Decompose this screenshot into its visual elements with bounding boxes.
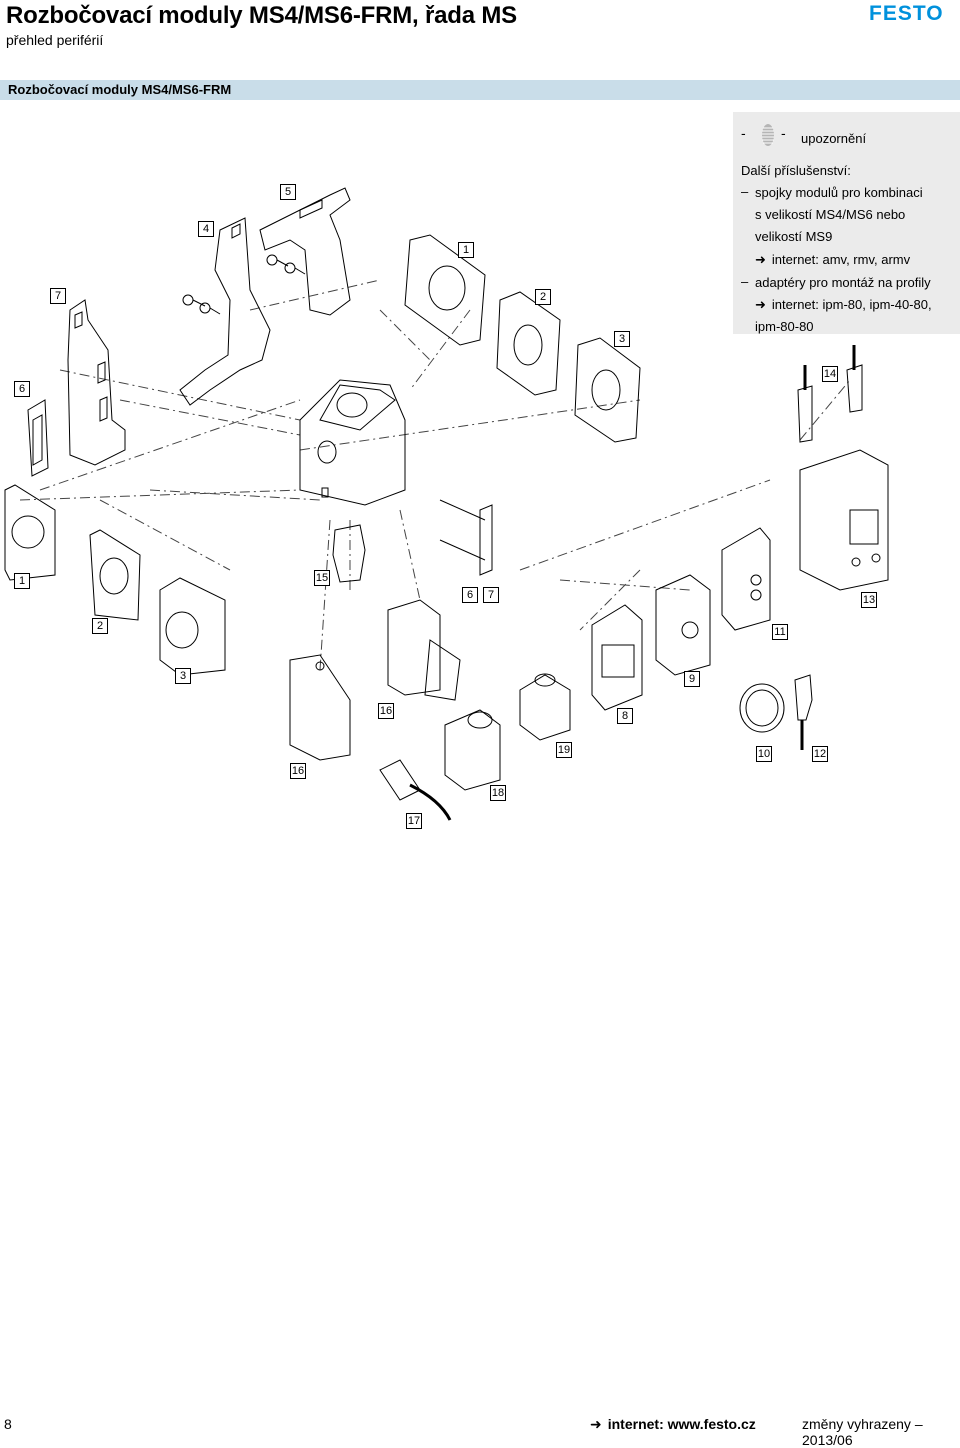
note-label: upozornění [801, 131, 867, 146]
arrow-right-icon: ➜ [755, 297, 766, 312]
item1-line2: s velikostí MS4/MS6 nebo [755, 207, 906, 222]
bracket-7 [67, 299, 126, 466]
callout-11: 11 [772, 624, 788, 640]
plate-1 [404, 234, 486, 346]
callout-17: 17 [406, 813, 422, 829]
callout-13: 13 [861, 592, 877, 608]
note-dash-right: - [781, 125, 786, 141]
arrow-right-icon: ➜ [590, 1416, 602, 1432]
callout-3: 3 [614, 331, 630, 347]
footer-changes: změny vyhrazeny – 2013/06 [802, 1416, 923, 1448]
coil-18 [444, 709, 501, 791]
page-title: Rozbočovací moduly MS4/MS6-FRM, řada MS [6, 2, 517, 29]
arrow-right-icon: ➜ [755, 252, 766, 267]
gauge-10 [739, 683, 785, 733]
unit-13 [799, 449, 889, 591]
plate-1-bottom [4, 484, 56, 581]
footer-link-row: ➜ internet: www.festo.cz [590, 1416, 756, 1433]
plate-3-bottom [159, 577, 226, 676]
festo-logo: FESTO [869, 2, 944, 24]
plate-2-bottom [89, 529, 141, 621]
item2-line1: adaptéry pro montáž na profily [755, 275, 931, 290]
item1-link-row: ➜ internet: amv, rmv, armv [755, 251, 910, 268]
callout-1b: 1 [14, 573, 30, 589]
cable-12 [794, 674, 813, 750]
callout-15: 15 [314, 570, 330, 586]
callout-9: 9 [684, 671, 700, 687]
callout-12: 12 [812, 746, 828, 762]
assembly-lines [19, 279, 851, 671]
callout-5: 5 [280, 184, 296, 200]
callout-14: 14 [822, 366, 838, 382]
block-16-upper [387, 599, 461, 701]
exploded-drawing [4, 187, 889, 821]
section-band-label: Rozbočovací moduly MS4/MS6-FRM [8, 82, 232, 97]
callout-7: 7 [50, 288, 66, 304]
coil-19 [519, 673, 571, 741]
footer-link[interactable]: internet: www.festo.cz [607, 1416, 756, 1432]
item1-dash: – [741, 184, 749, 199]
distributor-module [299, 379, 406, 506]
plate-2 [496, 291, 561, 396]
section-band: Rozbočovací moduly MS4/MS6-FRM [0, 80, 960, 100]
callout-8: 8 [617, 708, 633, 724]
page-number: 8 [4, 1416, 12, 1432]
callout-19: 19 [556, 742, 572, 758]
item2-dash: – [741, 274, 749, 289]
item2-link2[interactable]: ipm-80-80 [755, 319, 814, 334]
callout-2: 2 [535, 289, 551, 305]
note-icon [762, 124, 774, 146]
note-dash-left: - [741, 125, 746, 141]
callout-4: 4 [198, 221, 214, 237]
item1-link[interactable]: internet: amv, rmv, armv [771, 252, 911, 267]
gauge-8 [591, 604, 643, 711]
item1-line1: spojky modulů pro kombinaci [755, 185, 923, 200]
cables-14 [797, 345, 863, 443]
callout-6b: 6 [462, 587, 478, 603]
callout-6: 6 [14, 381, 30, 397]
item2-link-row: ➜ internet: ipm-80, ipm-40-80, [755, 296, 932, 313]
rods-6-7 [439, 499, 493, 576]
callout-3b: 3 [175, 668, 191, 684]
note-heading: Další příslušenství: [741, 163, 851, 178]
accessories-note-box: - - upozornění Další příslušenství: – sp… [733, 112, 960, 334]
nipple-15 [332, 524, 366, 583]
callout-16a: 16 [378, 703, 394, 719]
clamp-6 [27, 399, 49, 477]
bracket-5 [259, 187, 351, 316]
callout-16b: 16 [290, 763, 306, 779]
sensor-11 [721, 527, 771, 631]
bracket-4 [179, 217, 271, 406]
switch-9 [655, 574, 711, 676]
screws [182, 254, 306, 315]
callout-7b: 7 [483, 587, 499, 603]
page-subtitle: přehled periférií [6, 32, 104, 48]
logo-text: FESTO [869, 2, 944, 24]
callout-10: 10 [756, 746, 772, 762]
item2-link[interactable]: internet: ipm-80, ipm-40-80, [771, 297, 932, 312]
connector-17 [379, 759, 452, 821]
item1-line3: velikostí MS9 [755, 229, 833, 244]
callout-2b: 2 [92, 618, 108, 634]
block-16-lower [289, 654, 351, 761]
callout-1: 1 [458, 242, 474, 258]
callout-18: 18 [490, 785, 506, 801]
plate-3 [574, 337, 641, 443]
note-header: - - upozornění [741, 123, 956, 147]
